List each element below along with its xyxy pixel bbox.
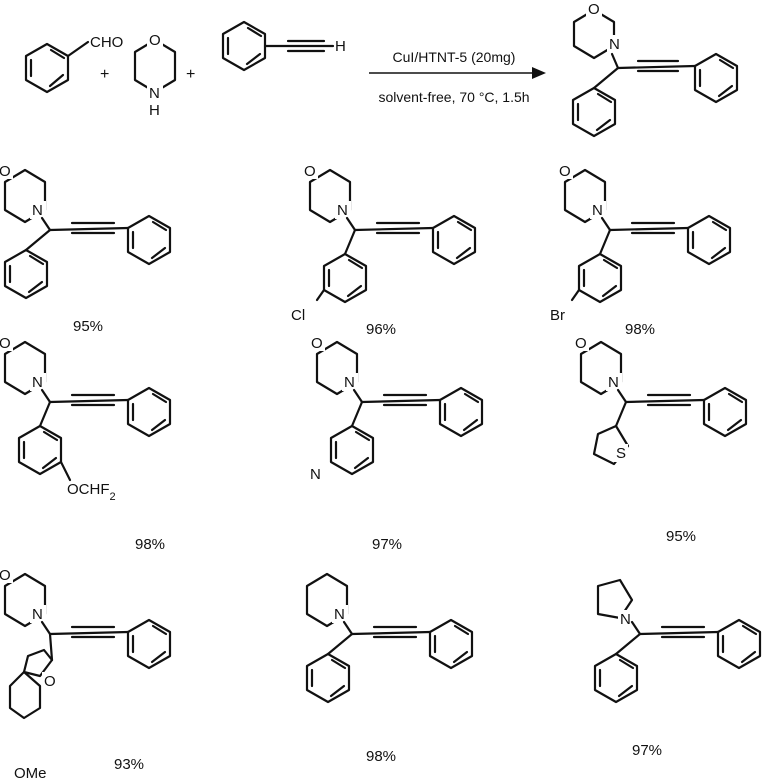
morpholine-nitrogen: N [149, 85, 160, 102]
product-1-nitrogen: N [32, 202, 43, 219]
product-5-pyridine-nitrogen: N [310, 466, 321, 483]
product-nitrogen: N [609, 36, 620, 53]
alkyne-hydrogen: H [335, 38, 346, 55]
propargylamine-product: O N [571, 0, 739, 138]
product-2-oxygen: O [304, 163, 316, 180]
product-4: O N [0, 333, 172, 482]
morpholine-hydrogen: H [149, 102, 160, 119]
product-5-yield: 97% [372, 536, 402, 553]
product-8-nitrogen: N [334, 606, 345, 623]
product-4-oxygen: O [0, 335, 11, 352]
plus-sign-1: + [100, 66, 109, 83]
product-7-yield: 93% [114, 756, 144, 773]
conditions-details: solvent-free, 70 °C, 1.5h [378, 89, 529, 105]
product-2-nitrogen: N [337, 202, 348, 219]
product-6: S O N [571, 333, 748, 466]
product-7: O O N [0, 565, 172, 720]
product-9: N [593, 578, 762, 704]
product-4-nitrogen: N [32, 374, 43, 391]
product-4-ocf2h: OCHF2 [67, 481, 116, 503]
product-5: N O N [307, 333, 484, 483]
product-7-nitrogen: N [32, 606, 43, 623]
product-3-nitrogen: N [592, 202, 603, 219]
product-7-oxygen: O [0, 567, 11, 584]
product-8-yield: 98% [366, 748, 396, 765]
product-8: N [305, 572, 474, 704]
product-1-oxygen: O [0, 163, 11, 180]
product-1: O N [0, 161, 172, 300]
product-2: O N [300, 161, 477, 304]
aldehyde-label: CHO [90, 34, 123, 51]
conditions-catalyst: CuI/HTNT-5 (20mg) [393, 49, 516, 65]
product-6-oxygen: O [575, 335, 587, 352]
plus-sign-2: + [186, 66, 195, 83]
product-1-yield: 95% [73, 318, 103, 335]
product-oxygen: O [588, 1, 600, 18]
product-9-nitrogen: N [620, 611, 631, 628]
product-2-yield: 96% [366, 321, 396, 338]
product-3-yield: 98% [625, 321, 655, 338]
product-3: O N [555, 161, 732, 304]
product-3-oxygen: O [559, 163, 571, 180]
benzaldehyde-structure: CHO [24, 34, 123, 94]
product-2-chlorine: Cl [291, 307, 305, 324]
reaction-arrow [369, 67, 546, 79]
product-7-methoxy: OMe [14, 765, 47, 782]
product-5-oxygen: O [311, 335, 323, 352]
product-4-yield: 98% [135, 536, 165, 553]
product-6-nitrogen: N [608, 374, 619, 391]
morpholine-structure: O N H [133, 30, 177, 119]
reaction-equation: CHO + O N H + H CuI/HTNT- [24, 0, 739, 138]
product-9-yield: 97% [632, 742, 662, 759]
product-6-sulfur: S [616, 445, 626, 462]
phenylacetylene-structure: H [221, 20, 346, 72]
product-5-nitrogen: N [344, 374, 355, 391]
product-3-bromine: Br [550, 307, 565, 324]
morpholine-oxygen: O [149, 32, 161, 49]
product-7-furan-oxygen: O [44, 673, 56, 690]
product-6-yield: 95% [666, 528, 696, 545]
